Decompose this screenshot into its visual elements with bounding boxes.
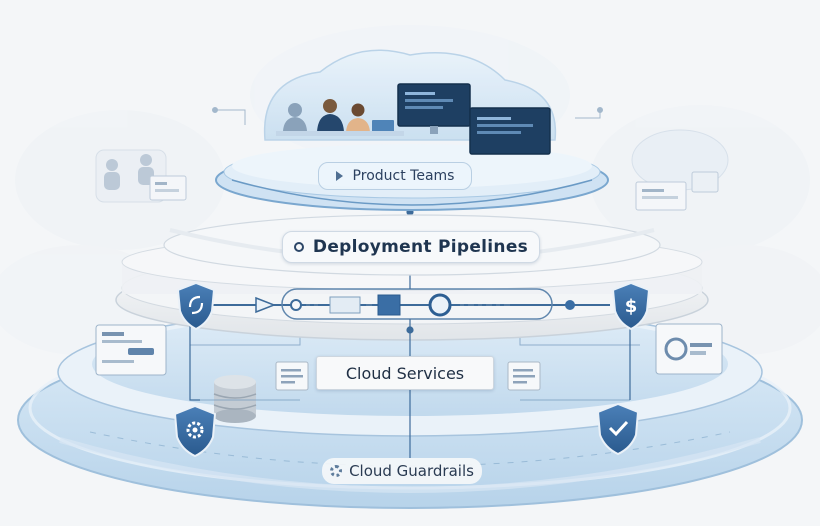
database-icon (213, 375, 257, 423)
right-dashboard-card (655, 323, 723, 375)
svg-text:$: $ (625, 296, 638, 317)
cloud-guardrails-text: Cloud Guardrails (349, 462, 474, 480)
play-icon (335, 171, 343, 181)
dollar-shield-icon: $ (611, 281, 651, 331)
services-doc-cards (275, 361, 541, 391)
product-teams-label: Product Teams (318, 162, 472, 190)
left-dashboard-card (95, 324, 167, 376)
cloud-services-text: Cloud Services (345, 363, 465, 383)
top-decorative-lines (212, 107, 603, 125)
cloud-guardrails-label: Cloud Guardrails (322, 458, 482, 484)
right-bg-cloud-illustration (631, 129, 729, 211)
left-bg-people-illustration (95, 149, 187, 203)
pipeline-flow (212, 288, 610, 320)
pipeline-dot-icon (293, 242, 304, 252)
checkmark-shield-icon (596, 402, 640, 456)
monitor-icon (397, 83, 551, 155)
team-people-icon (276, 99, 404, 136)
gear-shield-icon (173, 404, 217, 458)
cloud-services-label: Cloud Services (316, 356, 494, 390)
deployment-pipelines-text: Deployment Pipelines (312, 237, 529, 257)
product-teams-text: Product Teams (352, 168, 455, 184)
gear-icon (330, 465, 343, 477)
refresh-shield-icon (176, 281, 216, 331)
deployment-pipelines-label: Deployment Pipelines (282, 231, 540, 263)
